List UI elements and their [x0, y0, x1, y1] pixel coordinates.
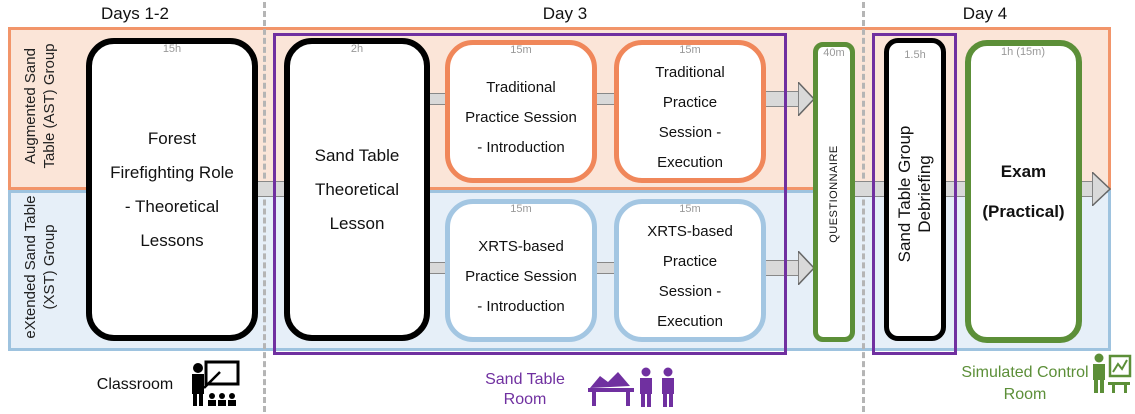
questionnaire-duration: 40m [823, 47, 845, 59]
exam-box: Exam (Practical) [965, 40, 1082, 343]
classroom-label: Classroom [96, 376, 174, 393]
sand-lesson-box: Sand Table Theoretical Lesson [284, 38, 430, 341]
xrts-intro-label: XRTS-based Practice Session - Introducti… [465, 237, 577, 315]
questionnaire-box [813, 42, 855, 342]
exam-label-line1: Exam [1000, 161, 1047, 181]
trad-exec-box: Traditional Practice Session - Execution [614, 40, 766, 183]
control-room-icon [1093, 353, 1132, 393]
trad-intro-box: Traditional Practice Session - Introduct… [445, 40, 597, 183]
questionnaire-label: QUESTIONNAIRE [828, 145, 840, 243]
ast-group-label: Augmented Sand Table (AST) Group [22, 43, 58, 169]
arrow-xrts-exec-to-questionnaire [764, 260, 802, 276]
trad-exec-label: Traditional Practice Session - Execution [655, 63, 725, 171]
debriefing-duration: 1.5h [904, 49, 926, 61]
sand-table-room-outline [273, 33, 787, 355]
trad-intro-duration: 15m [510, 44, 532, 56]
debriefing-label: Sand Table Group Debriefing [895, 125, 934, 263]
xrts-intro-box: XRTS-based Practice Session - Introducti… [445, 199, 597, 342]
forest-theory-label: Forest Firefighting Role - Theoretical L… [110, 128, 234, 250]
sand-table-room-label: Sand Table Room [485, 371, 565, 408]
day-heading-1: Days 1-2 [100, 4, 170, 23]
debriefing-box [884, 38, 946, 341]
day-separator-2 [862, 2, 865, 412]
day-heading-3: Day 4 [962, 4, 1008, 23]
trad-exec-duration: 15m [679, 44, 701, 56]
forest-theory-box: Forest Firefighting Role - Theoretical L… [86, 38, 258, 341]
exam-label-line2: (Practical) [982, 201, 1065, 221]
day-heading-2: Day 3 [542, 4, 588, 23]
xrts-exec-duration: 15m [679, 203, 701, 215]
control-room-label: Simulated Control Room [961, 364, 1089, 403]
xrts-exec-box: XRTS-based Practice Session - Execution [614, 199, 766, 342]
arrow-questionnaire-to-debriefing [850, 181, 890, 197]
xst-group-label: eXtended Sand Table (XST) Group [22, 195, 58, 339]
arrow-trad-exec-head [798, 82, 816, 116]
arrow-exam-out [1080, 181, 1094, 197]
debriefing-room-outline [872, 33, 957, 355]
classroom-teacher-icon [192, 360, 240, 406]
sand-table-room-icon [588, 367, 674, 407]
sand-lesson-label: Sand Table Theoretical Lesson [314, 145, 400, 233]
day-separator-1 [263, 2, 266, 412]
sand-lesson-duration: 2h [350, 43, 364, 55]
exam-duration: 1h (15m) [1000, 46, 1046, 58]
trad-intro-label: Traditional Practice Session - Introduct… [465, 78, 577, 156]
arrow-trad-exec-to-questionnaire [764, 91, 802, 107]
forest-duration: 15h [162, 43, 182, 55]
arrow-exam-out-head [1092, 172, 1112, 206]
xrts-exec-label: XRTS-based Practice Session - Execution [647, 222, 733, 330]
arrow-xrts-exec-head [798, 251, 816, 285]
xrts-intro-duration: 15m [510, 203, 532, 215]
